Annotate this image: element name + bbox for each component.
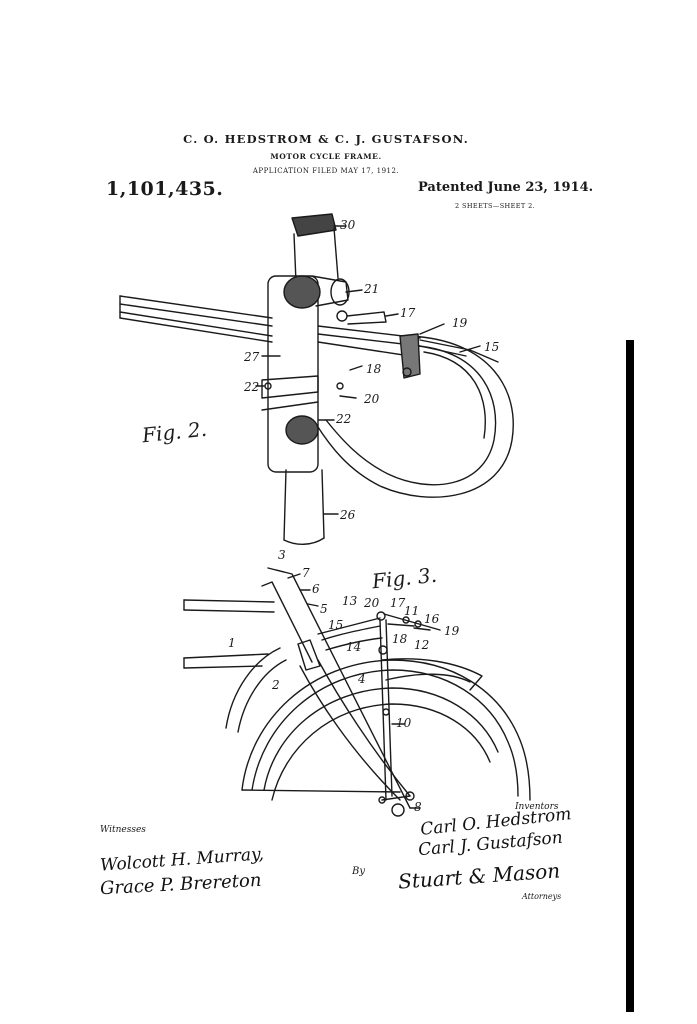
attorneys-label: Attorneys: [522, 892, 562, 901]
ref-numeral: 18: [366, 362, 382, 376]
ref-numeral: 4: [358, 672, 366, 686]
ref-numeral: 20: [364, 596, 380, 610]
ref-numeral: 27: [244, 350, 260, 364]
fig3-drawing: [183, 567, 531, 817]
ref-numeral: 17: [400, 306, 416, 320]
sheet-count: 2 SHEETS—SHEET 2.: [455, 202, 536, 210]
fig2-drawing: [119, 213, 514, 545]
ref-numeral: 18: [392, 632, 408, 646]
ref-numeral: 1: [228, 636, 236, 650]
ref-numeral: 22: [244, 380, 260, 394]
application-filed: APPLICATION FILED MAY 17, 1912.: [252, 167, 400, 175]
ref-numeral: 2: [272, 678, 280, 692]
ref-numeral: 3: [278, 548, 286, 562]
ref-numeral: 14: [346, 640, 362, 654]
inventors-label: Inventors: [515, 802, 559, 812]
ref-numeral: 10: [396, 716, 412, 730]
patent-number: 1,101,435.: [106, 178, 224, 200]
ref-numeral: 30: [340, 218, 356, 232]
ref-numeral: 22: [336, 412, 352, 426]
ref-numeral: 12: [414, 638, 430, 652]
ref-numeral: 15: [328, 618, 344, 632]
ref-numeral: 20: [364, 392, 380, 406]
ref-numeral: 11: [404, 604, 420, 618]
ref-numeral: 17: [390, 596, 406, 610]
ref-numeral: 26: [340, 508, 356, 522]
ref-numeral: 6: [312, 582, 320, 596]
ref-numeral: 19: [444, 624, 460, 638]
ref-numeral: 13: [342, 594, 358, 608]
patent-title: MOTOR CYCLE FRAME.: [270, 152, 382, 161]
ref-numeral: 7: [302, 566, 310, 580]
ref-numeral: 5: [320, 602, 328, 616]
ref-numeral: 21: [364, 282, 380, 296]
witnesses-label: Witnesses: [100, 825, 146, 835]
ref-numeral: 15: [484, 340, 500, 354]
patented-date: Patented June 23, 1914.: [418, 180, 594, 195]
ref-numeral: 19: [452, 316, 468, 330]
by-label: By: [352, 866, 365, 877]
ref-numeral: 8: [414, 800, 422, 814]
inventors-heading: C. O. HEDSTROM & C. J. GUSTAFSON.: [183, 132, 469, 146]
scan-edge-bar: [626, 340, 634, 1012]
ref-numeral: 16: [424, 612, 440, 626]
